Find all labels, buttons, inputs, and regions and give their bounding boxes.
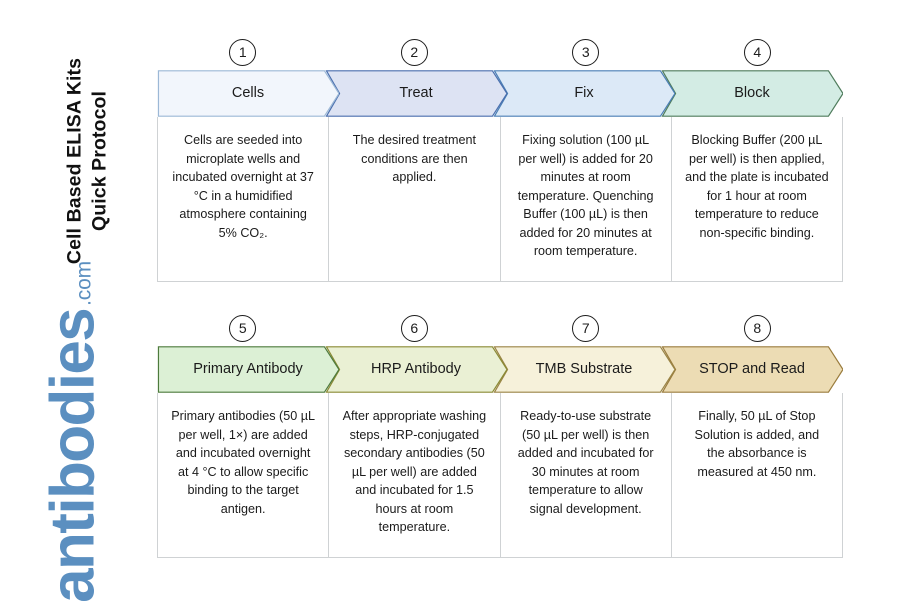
step-description-text: Ready-to-use substrate (50 µL per well) … bbox=[517, 409, 654, 516]
document-title-line-1: Cell Based ELISA Kits bbox=[63, 57, 86, 265]
step-number-badge: 2 bbox=[400, 38, 428, 66]
step-label: Cells bbox=[231, 85, 265, 102]
step-number-badge: 4 bbox=[743, 38, 771, 66]
step-chevron[interactable]: STOP and Read bbox=[661, 346, 843, 393]
step-label: Primary Antibody bbox=[193, 361, 303, 378]
step-number-badge: 1 bbox=[229, 38, 257, 66]
step-number-strip: 1 2 3 4 bbox=[157, 34, 843, 70]
step-badge-cell: 5 bbox=[157, 310, 329, 346]
step-description-cell: Finally, 50 µL of Stop Solution is added… bbox=[672, 393, 842, 557]
step-description-text: Cells are seeded into microplate wells a… bbox=[172, 133, 314, 240]
step-number-badge: 5 bbox=[229, 314, 257, 342]
brand-name: antibodies bbox=[38, 308, 108, 603]
chevron-shape bbox=[661, 70, 843, 117]
step-description-text: The desired treatment conditions are the… bbox=[352, 133, 476, 184]
step-chevron[interactable]: TMB Substrate bbox=[493, 346, 675, 393]
chevron-shape bbox=[157, 346, 339, 393]
step-description-text: Blocking Buffer (200 µL per well) is the… bbox=[685, 133, 829, 240]
chevron-shape bbox=[493, 70, 675, 117]
step-label: Treat bbox=[399, 85, 433, 102]
step-badge-cell: 1 bbox=[157, 34, 329, 70]
chevron-strip: Primary Antibody HRP Antibody TMB Substrat… bbox=[157, 346, 843, 393]
step-chevron[interactable]: Primary Antibody bbox=[157, 346, 339, 393]
step-description-cell: Ready-to-use substrate (50 µL per well) … bbox=[501, 393, 672, 557]
step-description-cell: Fixing solution (100 µL per well) is add… bbox=[501, 117, 672, 281]
flow-row-first: 1 2 3 4 Cells Treat Fix Block Cells are seeded… bbox=[157, 34, 843, 282]
brand-watermark: antibodies .com bbox=[14, 261, 134, 603]
chevron-shape bbox=[493, 346, 675, 393]
step-description-text: Finally, 50 µL of Stop Solution is added… bbox=[694, 409, 820, 479]
step-chevron[interactable]: HRP Antibody bbox=[325, 346, 507, 393]
step-badge-cell: 8 bbox=[672, 310, 844, 346]
document-title-line-2: Quick Protocol bbox=[89, 90, 111, 232]
step-number-badge: 7 bbox=[572, 314, 600, 342]
step-chevron[interactable]: Fix bbox=[493, 70, 675, 117]
step-label: Block bbox=[734, 85, 770, 102]
step-description-cell: Blocking Buffer (200 µL per well) is the… bbox=[672, 117, 842, 281]
step-description-text: After appropriate washing steps, HRP-con… bbox=[342, 409, 487, 534]
brand-watermark-rotated: antibodies .com bbox=[38, 261, 108, 603]
step-number-badge: 6 bbox=[400, 314, 428, 342]
step-badge-cell: 4 bbox=[672, 34, 844, 70]
step-number-badge: 3 bbox=[572, 38, 600, 66]
step-description-cell: After appropriate washing steps, HRP-con… bbox=[329, 393, 501, 557]
step-number-badge: 8 bbox=[743, 314, 771, 342]
step-chevron[interactable]: Treat bbox=[325, 70, 507, 117]
step-badge-cell: 3 bbox=[500, 34, 672, 70]
step-description-text: Fixing solution (100 µL per well) is add… bbox=[517, 133, 654, 258]
step-description-strip: Cells are seeded into microplate wells a… bbox=[157, 117, 843, 282]
step-description-text: Primary antibodies (50 µL per well, 1×) … bbox=[171, 409, 315, 516]
step-label: STOP and Read bbox=[699, 361, 805, 378]
chevron-shape bbox=[325, 346, 507, 393]
step-number-strip: 5 6 7 8 bbox=[157, 310, 843, 346]
step-badge-cell: 2 bbox=[329, 34, 501, 70]
chevron-shape bbox=[661, 346, 843, 393]
step-label: HRP Antibody bbox=[370, 361, 461, 378]
step-badge-cell: 6 bbox=[329, 310, 501, 346]
chevron-shape bbox=[325, 70, 507, 117]
chevron-strip: Cells Treat Fix Block bbox=[157, 70, 843, 117]
step-description-strip: Primary antibodies (50 µL per well, 1×) … bbox=[157, 393, 843, 558]
step-description-cell: Cells are seeded into microplate wells a… bbox=[158, 117, 330, 281]
chevron-shape bbox=[157, 70, 339, 117]
document-title-rotated-text: Cell Based ELISA Kits Quick Protocol bbox=[63, 58, 114, 264]
step-badge-cell: 7 bbox=[500, 310, 672, 346]
step-chevron[interactable]: Block bbox=[661, 70, 843, 117]
step-description-cell: Primary antibodies (50 µL per well, 1×) … bbox=[158, 393, 330, 557]
step-description-cell: The desired treatment conditions are the… bbox=[329, 117, 501, 281]
step-chevron[interactable]: Cells bbox=[157, 70, 339, 117]
step-label: TMB Substrate bbox=[535, 361, 633, 378]
flow-row-second: 5 6 7 8 Primary Antibody HRP Antibody TMB Sub… bbox=[157, 310, 843, 558]
step-label: Fix bbox=[574, 85, 594, 102]
brand-tld: .com bbox=[72, 261, 96, 306]
